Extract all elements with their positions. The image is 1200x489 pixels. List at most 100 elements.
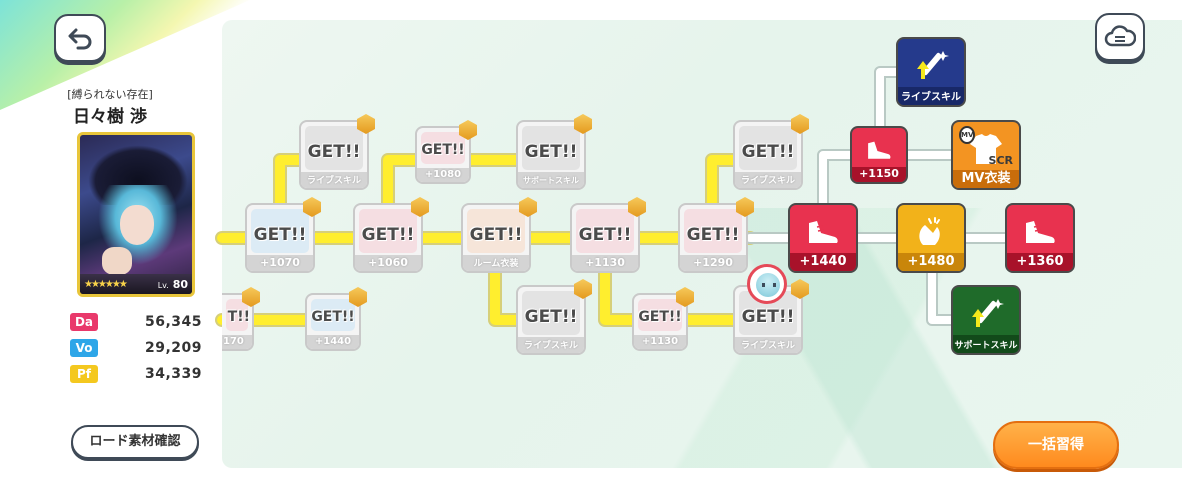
node-caption-bar	[852, 167, 906, 182]
node-caption-bar	[417, 168, 469, 182]
clap-icon	[898, 211, 964, 255]
ribbon-badge-icon	[303, 197, 321, 217]
character-name: 日々樹 渉	[73, 107, 147, 127]
node-caption: 170	[223, 336, 244, 347]
node-ghost-art	[684, 209, 742, 253]
get-label: GET!!	[253, 225, 307, 245]
get-label: GET!!	[524, 142, 578, 162]
card-art-face	[120, 205, 154, 245]
level-value: 80	[172, 277, 188, 291]
node-ghost-art	[226, 299, 248, 331]
get-label: GET!!	[638, 309, 682, 325]
node-ghost-art	[576, 209, 634, 253]
node-ghost-art	[421, 132, 465, 164]
node-ghost-art	[522, 291, 580, 335]
stat-label-da: Da	[70, 313, 98, 331]
road-node-shoe[interactable]: +1150	[850, 126, 908, 184]
node-caption: +1080	[424, 169, 462, 180]
stat-row-vo: Vo 29,209	[70, 338, 202, 358]
road-node-completed[interactable]: GET!! +1130	[632, 287, 694, 351]
node-caption: ライブスキル	[740, 176, 795, 186]
road-node-completed[interactable]: GET!! ライブスキル	[299, 114, 375, 190]
get-label: GET!!	[421, 142, 465, 158]
node-caption-bar	[1007, 253, 1073, 271]
node-caption-bar	[898, 253, 964, 271]
character-subtitle: [縛られない存在]	[67, 88, 153, 101]
node-caption-bar	[247, 255, 313, 271]
ribbon-badge-icon	[574, 279, 592, 299]
road-node-mv-outfit[interactable]: MV SCR MV衣装	[951, 120, 1021, 190]
node-caption: +1290	[693, 256, 733, 269]
ribbon-badge-icon	[791, 114, 809, 134]
get-label: T!!	[227, 309, 250, 325]
road-node-completed[interactable]: GET!! ライブスキル	[516, 279, 592, 355]
node-ghost-art	[359, 209, 417, 253]
get-label: GET!!	[741, 307, 795, 327]
ribbon-badge-icon	[459, 120, 477, 140]
node-caption: ライブスキル	[740, 341, 795, 351]
rarity-stars: ★★★★★★	[84, 278, 128, 290]
road-node-support-skill[interactable]: サポートスキル	[951, 285, 1021, 355]
road-node-completed[interactable]: GET!! +1290	[678, 197, 754, 273]
node-caption-bar	[518, 337, 584, 353]
ribbon-badge-icon	[411, 197, 429, 217]
scr-label: SCR	[988, 154, 1013, 167]
node-caption-bar	[463, 255, 529, 271]
road-node-completed[interactable]: GET!! ライブスキル	[733, 114, 809, 190]
bulk-learn-button[interactable]: 一括習得	[993, 421, 1119, 469]
get-label: GET!!	[741, 142, 795, 162]
road-node-completed[interactable]: GET!! +1060	[353, 197, 429, 273]
road-materials-button[interactable]: ロード素材確認	[71, 425, 199, 459]
node-ghost-art	[311, 299, 355, 331]
ribbon-badge-icon	[628, 197, 646, 217]
get-label: GET!!	[361, 225, 415, 245]
ribbon-badge-icon	[736, 197, 754, 217]
road-node-completed[interactable]: GET!! +1080	[415, 120, 477, 184]
node-caption: +1150	[859, 167, 899, 180]
stat-label-vo: Vo	[70, 339, 98, 357]
node-caption: +1060	[368, 256, 408, 269]
shoe-icon	[1007, 211, 1073, 255]
back-arrow-icon	[68, 28, 92, 50]
node-caption: ルーム衣装	[473, 259, 519, 269]
stat-value-pf: 34,339	[144, 366, 202, 382]
mv-note-badge: MV	[959, 126, 975, 144]
road-node-clap[interactable]: +1480	[896, 203, 966, 273]
node-caption: ライブスキル	[306, 176, 361, 186]
node-ghost-art	[251, 209, 309, 253]
cloud-menu-button[interactable]	[1095, 13, 1145, 61]
node-ghost-art	[739, 126, 797, 170]
node-caption-bar	[790, 253, 856, 271]
back-button[interactable]	[54, 14, 106, 62]
node-caption: +1480	[907, 254, 955, 269]
road-node-completed[interactable]: GET!! ルーム衣装	[461, 197, 537, 273]
road-node-live-skill[interactable]: ライブスキル	[896, 37, 966, 107]
ribbon-badge-icon	[242, 287, 260, 307]
node-caption: +1440	[799, 254, 847, 269]
node-caption-bar	[898, 87, 964, 105]
road-node-completed[interactable]: GET!! +1070	[245, 197, 321, 273]
wand-up-icon	[898, 45, 964, 89]
character-card[interactable]: ★★★★★★ Lv. 80	[77, 132, 195, 297]
stat-value-vo: 29,209	[144, 340, 202, 356]
road-node-shoe[interactable]: +1360	[1005, 203, 1075, 273]
current-position-avatar	[747, 264, 787, 304]
node-caption: サポートスキル	[523, 176, 579, 185]
node-caption-bar	[634, 335, 686, 349]
road-node-shoe[interactable]: +1440	[788, 203, 858, 273]
road-node-completed[interactable]: GET!! サポートスキル	[516, 114, 592, 190]
node-ghost-art	[638, 299, 682, 331]
road-node-completed[interactable]: GET!! +1440	[305, 287, 367, 351]
avatar-eyes	[762, 283, 776, 287]
wand-up-icon	[953, 293, 1019, 337]
road-node-completed[interactable]: GET!! +1130	[570, 197, 646, 273]
stat-label-pf: Pf	[70, 365, 98, 383]
road-node-completed-partial[interactable]: T!! 170	[222, 287, 260, 351]
shoe-icon	[790, 211, 856, 255]
get-label: GET!!	[578, 225, 632, 245]
ribbon-badge-icon	[791, 279, 809, 299]
node-caption: +1440	[314, 336, 352, 347]
node-caption-bar	[572, 255, 638, 271]
node-caption: MV衣装	[961, 171, 1011, 186]
ribbon-badge-icon	[349, 287, 367, 307]
